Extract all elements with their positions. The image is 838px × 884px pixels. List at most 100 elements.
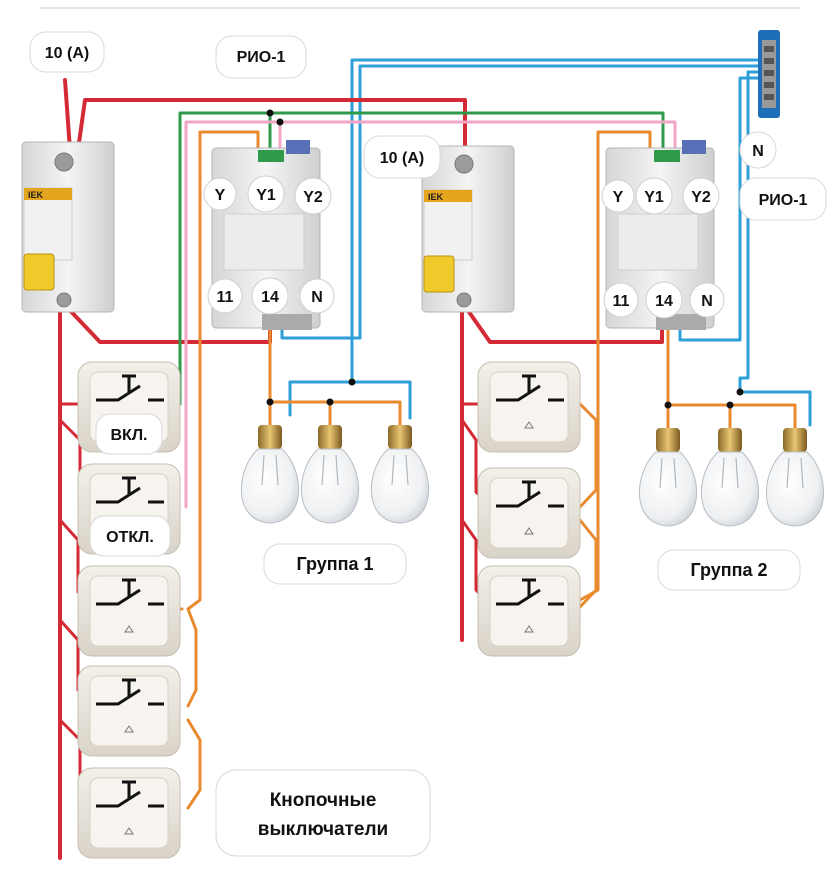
junction-dot [736, 388, 744, 396]
breaker-toggle[interactable] [423, 255, 455, 293]
bulb-filament [261, 454, 279, 486]
bulb-base [318, 425, 342, 449]
light-bulb [700, 428, 760, 527]
bulb-glass [300, 448, 360, 524]
off-button-label: ОТКЛ. [106, 529, 154, 546]
junction-dot [726, 401, 734, 409]
junction-dot [326, 398, 334, 406]
pin-label-bubble [251, 277, 289, 315]
circuit-breaker-left: IEK [21, 141, 115, 313]
breaker-screw [454, 154, 474, 174]
relay-top-tab [682, 140, 706, 154]
bulb-base [783, 428, 807, 452]
relay-face [223, 213, 305, 271]
breaker-toggle[interactable] [23, 253, 55, 291]
pushbutton-switch[interactable] [77, 665, 181, 757]
neutral-label: N [752, 143, 764, 160]
bulb-base [656, 428, 680, 452]
relay-top-tab [286, 140, 310, 154]
neutral-wire [738, 390, 812, 427]
pushbutton-symbol-icon [496, 374, 564, 402]
pushbutton-symbol-icon [96, 578, 164, 606]
junction-dot [276, 118, 284, 126]
caption-line1: Кнопочные [270, 790, 377, 811]
pin-y-label: Y [215, 187, 226, 204]
breaker-screw [56, 292, 72, 308]
label-bubble [95, 413, 163, 455]
pin-n-label: N [311, 289, 323, 306]
label-bubble [215, 769, 431, 857]
current-rating-right: 10 (А) [380, 150, 424, 167]
pushbutton-switch[interactable] [77, 565, 181, 657]
bell-icon [524, 421, 534, 429]
phase-wire [63, 78, 72, 152]
group1-label: Группа 1 [296, 554, 373, 574]
breaker-screw [456, 292, 472, 308]
switch-key[interactable] [89, 575, 169, 647]
label-bubble [215, 35, 307, 79]
control-on-wire [178, 111, 665, 406]
load-wire [578, 402, 598, 609]
pin-label-bubble [247, 175, 285, 213]
light-bulb [370, 425, 430, 524]
phase-wire [460, 300, 664, 344]
switch-key[interactable] [89, 675, 169, 747]
neutral-wire [678, 76, 772, 342]
bulb-glass [765, 451, 825, 527]
pushbutton-switch[interactable] [477, 361, 581, 453]
pin-label-bubble [635, 177, 673, 215]
switch-key[interactable] [489, 575, 569, 647]
pin-label-bubble [682, 177, 720, 215]
pin-14-label: 14 [261, 289, 279, 306]
relay-model-left: РИО-1 [237, 49, 286, 66]
label-bubble [263, 543, 407, 585]
bulb-glass [638, 451, 698, 527]
breaker-screw [54, 152, 74, 172]
label-bubble [657, 549, 801, 591]
breaker-brand-strip [24, 188, 72, 200]
bulb-filament [391, 454, 409, 486]
light-bulb [765, 428, 825, 527]
current-rating-left: 10 (А) [45, 45, 89, 62]
pushbutton-symbol-icon [496, 480, 564, 508]
bulb-glass [700, 451, 760, 527]
junction-dot [266, 109, 274, 117]
light-bulb [240, 425, 300, 524]
switch-key[interactable] [489, 371, 569, 443]
switch-key[interactable] [489, 477, 569, 549]
pin-14-label: 14 [655, 293, 673, 310]
light-bulb [638, 428, 698, 527]
pushbutton-symbol-icon [96, 374, 164, 402]
relay-model-right: РИО-1 [759, 192, 808, 209]
neutral-wire [738, 70, 772, 394]
bell-icon [124, 625, 134, 633]
relay-pins-left: Y Y1 Y2 11 14 N [203, 175, 335, 315]
pushbutton-symbol-icon [96, 476, 164, 504]
busbar-screw [764, 82, 774, 88]
pushbutton-switch[interactable] [477, 467, 581, 559]
pin-y1-label: Y1 [644, 189, 664, 206]
bulb-glass [370, 448, 430, 524]
load-wire [268, 328, 402, 427]
switch-key[interactable] [89, 777, 169, 849]
pin-label-bubble [203, 177, 237, 211]
pushbutton-switch[interactable] [477, 565, 581, 657]
breaker-brand: IEK [428, 192, 444, 202]
label-bubble [363, 135, 441, 179]
bell-icon [124, 827, 134, 835]
pushbutton-switch[interactable] [77, 767, 181, 859]
busbar-screw [764, 70, 774, 76]
bulb-filament [786, 457, 804, 489]
phase-wire [76, 98, 467, 160]
pin-label-bubble [689, 282, 725, 318]
bulb-base [718, 428, 742, 452]
busbar-screw [764, 94, 774, 100]
pin-y-label: Y [613, 189, 624, 206]
label-bubble [739, 131, 777, 169]
relay-terminal-block [654, 150, 680, 162]
circuit-breaker-right: IEK [421, 145, 515, 313]
relay-left [211, 140, 321, 330]
bulb-glass [240, 448, 300, 524]
label-bubble [29, 31, 105, 73]
wires [58, 58, 812, 860]
